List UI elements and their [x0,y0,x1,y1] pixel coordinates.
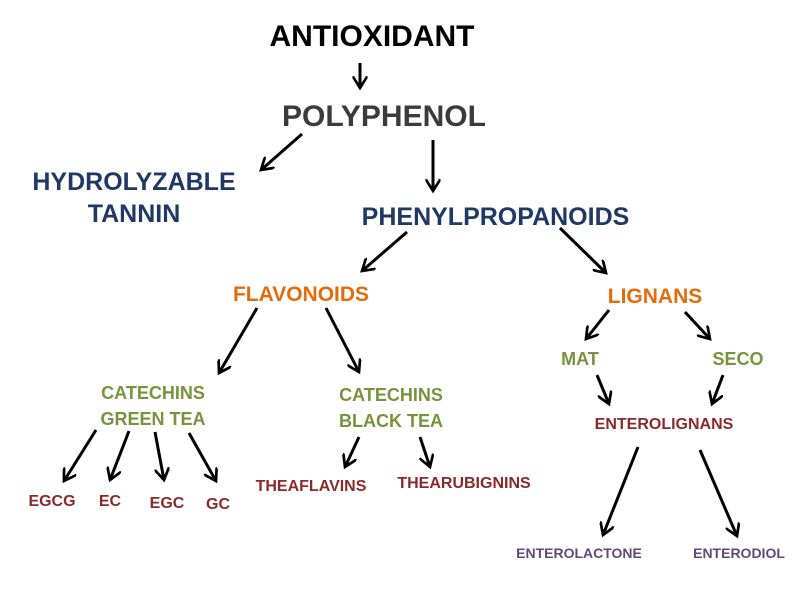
node-catechins-black-tea: CATECHINS BLACK TEA [334,385,448,431]
arrow-catechins-green-gc [187,432,216,481]
node-theaflavins: THEAFLAVINS [255,478,367,495]
arrow-catechins-green-egcg [64,429,98,481]
arrow-polyphenol-hydrolyzable-tannin [261,132,303,170]
arrow-catechins-black-theaflavins [345,436,361,467]
arrow-catechins-green-ec [110,430,131,480]
node-enterodiol: ENTERODIOL [693,545,785,561]
node-hydrolyzable-tannin: HYDROLYZABLE TANNIN [28,168,240,229]
node-flavonoids: FLAVONOIDS [232,283,370,306]
arrow-enterolignans-enterolactone [603,446,640,535]
arrow-lignans-mat [586,309,611,339]
node-enterolignans: ENTEROLIGNANS [594,416,734,433]
arrow-catechins-green-egc [153,431,164,480]
node-catechins-green-line1: CATECHINS [101,383,205,403]
arrow-seco-enterolignans [712,374,725,404]
node-antioxidant: ANTIOXIDANT [269,20,475,53]
node-egc: EGC [149,495,185,512]
node-egcg: EGCG [28,493,76,510]
node-catechins-black-line2: BLACK TEA [339,410,443,431]
node-catechins-green-tea: CATECHINS GREEN TEA [95,383,211,429]
node-thearubignins: THEARUBIGNINS [397,475,531,492]
arrow-enterolignans-enterodiol [698,449,737,536]
node-hydrolyzable-tannin-line2: TANNIN [87,199,181,228]
node-lignans: LIGNANS [607,285,703,308]
node-phenylpropanoids: PHENYLPROPANOIDS [361,203,630,231]
arrow-lignans-seco [683,310,710,339]
arrow-phenylpropanoids-lignans [558,226,606,273]
arrow-flavonoids-catechins-green [219,307,259,373]
node-seco: SECO [712,349,764,369]
arrow-phenylpropanoids-flavonoids [362,230,408,271]
node-polyphenol: POLYPHENOL [282,100,486,133]
node-mat: MAT [561,349,599,369]
node-hydrolyzable-tannin-line1: HYDROLYZABLE [32,168,236,196]
arrow-mat-enterolignans [595,374,609,404]
node-enterolactone: ENTEROLACTONE [516,545,642,561]
node-ec: EC [98,493,122,510]
node-catechins-black-line1: CATECHINS [339,385,443,405]
arrow-catechins-black-thearubignins [418,436,430,467]
arrow-flavonoids-catechins-black [324,307,359,372]
node-catechins-green-line2: GREEN TEA [100,408,206,429]
node-gc: GC [206,496,230,513]
